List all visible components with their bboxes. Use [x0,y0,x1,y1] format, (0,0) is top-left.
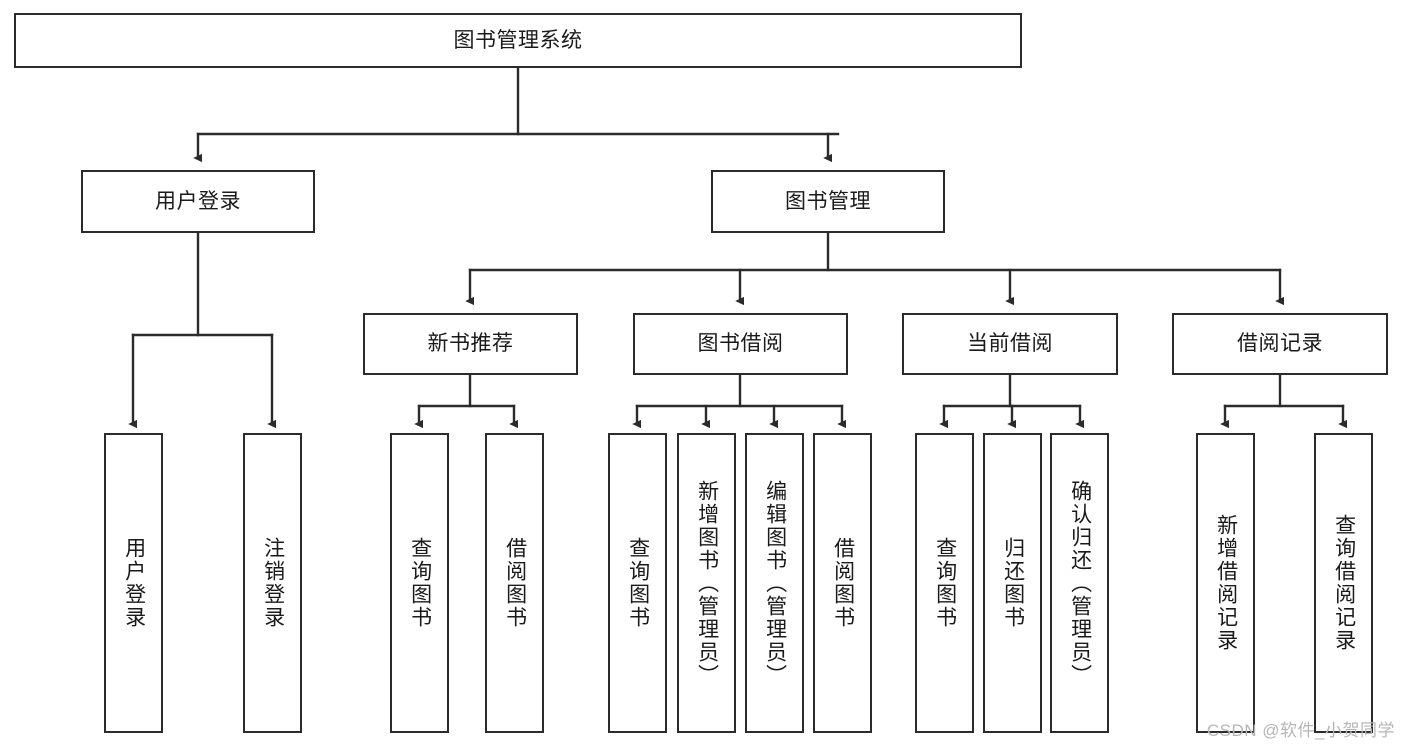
node-label: 归还图书 [1001,537,1025,629]
leaf-query-book-borrow[interactable]: 查询图书 [608,433,667,733]
node-label: 借阅记录 [1237,332,1323,356]
node-label: 图书借阅 [697,332,784,356]
node-label: 用户登录 [155,189,241,213]
leaf-borrow-book-recommend[interactable]: 借阅图书 [485,433,544,733]
leaf-query-book-recommend[interactable]: 查询图书 [390,433,449,733]
node-label: 查询图书 [933,537,957,629]
leaf-user-logout[interactable]: 注销登录 [243,433,302,733]
leaf-user-login[interactable]: 用户登录 [104,433,163,733]
node-label: 查询借阅记录 [1332,514,1356,652]
node-label: 图书管理 [785,189,871,213]
node-label: 编辑图书（管理员） [763,479,787,687]
node-label: 借阅图书 [503,537,527,629]
node-label: 当前借阅 [967,332,1053,356]
node-book-borrow[interactable]: 图书借阅 [633,313,848,375]
leaf-add-borrow-record[interactable]: 新增借阅记录 [1196,433,1255,733]
node-new-book-recommend[interactable]: 新书推荐 [363,313,578,375]
node-label: 查询图书 [626,537,650,629]
leaf-borrow-book[interactable]: 借阅图书 [813,433,872,733]
node-root-book-management-system[interactable]: 图书管理系统 [14,13,1022,68]
node-label: 新增图书（管理员） [695,479,719,687]
node-label: 用户登录 [122,537,146,629]
leaf-query-borrow-record[interactable]: 查询借阅记录 [1314,433,1373,733]
leaf-query-book-current[interactable]: 查询图书 [915,433,974,733]
leaf-return-book[interactable]: 归还图书 [983,433,1042,733]
node-label: 注销登录 [261,537,285,629]
node-user-login[interactable]: 用户登录 [81,170,315,233]
node-book-manage[interactable]: 图书管理 [711,170,945,233]
node-current-borrow[interactable]: 当前借阅 [902,313,1118,375]
node-label: 查询图书 [408,537,432,629]
node-label: 新增借阅记录 [1214,514,1238,652]
leaf-confirm-return[interactable]: 确认归还（管理员） [1050,433,1109,733]
node-label: 确认归还（管理员） [1068,479,1092,687]
node-label: 图书管理系统 [453,28,583,52]
node-borrow-record[interactable]: 借阅记录 [1172,313,1388,375]
node-label: 新书推荐 [427,332,514,356]
csdn-watermark: CSDN @软件_小贺同学 [1206,721,1395,740]
node-label: 借阅图书 [831,537,855,629]
leaf-add-book[interactable]: 新增图书（管理员） [677,433,736,733]
leaf-edit-book[interactable]: 编辑图书（管理员） [745,433,804,733]
